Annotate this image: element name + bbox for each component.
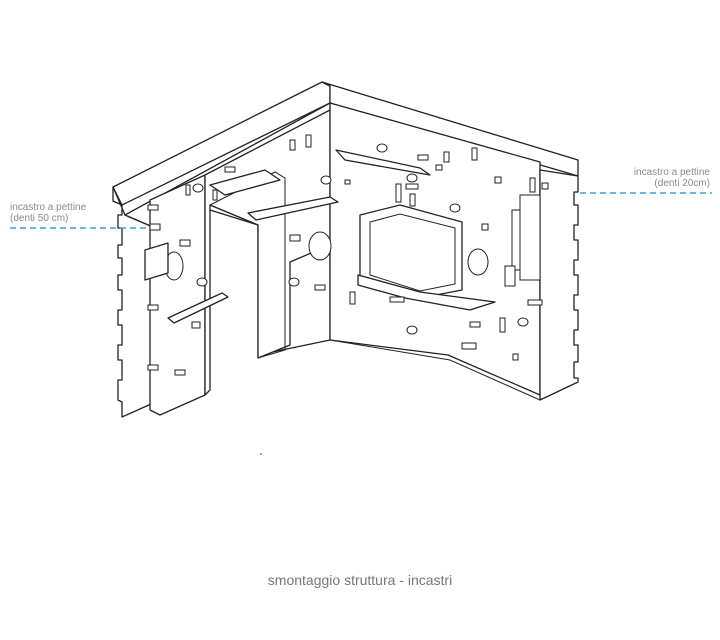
right-panel-block — [519, 194, 541, 281]
label-comb-joint-20cm: incastro a pettine (denti 20cm) — [634, 167, 710, 189]
lintel-wedge — [209, 169, 281, 196]
round-hole-center — [308, 231, 332, 261]
label-comb-joint-50cm: incastro a pettine (denti 50 cm) — [10, 202, 86, 224]
lower-shelf — [167, 292, 229, 324]
label-right-line1: incastro a pettine — [633, 167, 710, 178]
slots — [147, 134, 549, 376]
door-opening — [208, 171, 286, 359]
round-hole-right — [467, 248, 489, 276]
pegs — [192, 143, 529, 335]
upper-shelf — [335, 149, 431, 176]
left-inner-panel — [149, 174, 206, 416]
right-peg-block — [504, 265, 516, 287]
box-shelf — [357, 274, 496, 311]
middle-shelf — [247, 196, 339, 221]
diagram-caption: smontaggio struttura - incastri — [267, 572, 453, 588]
right-outer-panel — [539, 169, 579, 401]
label-left-line2: (denti 50 cm) — [10, 213, 69, 224]
tube-left — [144, 242, 169, 281]
stray-dot — [260, 453, 262, 455]
base-edge — [329, 339, 541, 401]
label-right-line2: (denti 20cm) — [654, 178, 710, 189]
label-left-line1: incastro a pettine — [10, 202, 87, 213]
box-inner — [369, 213, 456, 292]
